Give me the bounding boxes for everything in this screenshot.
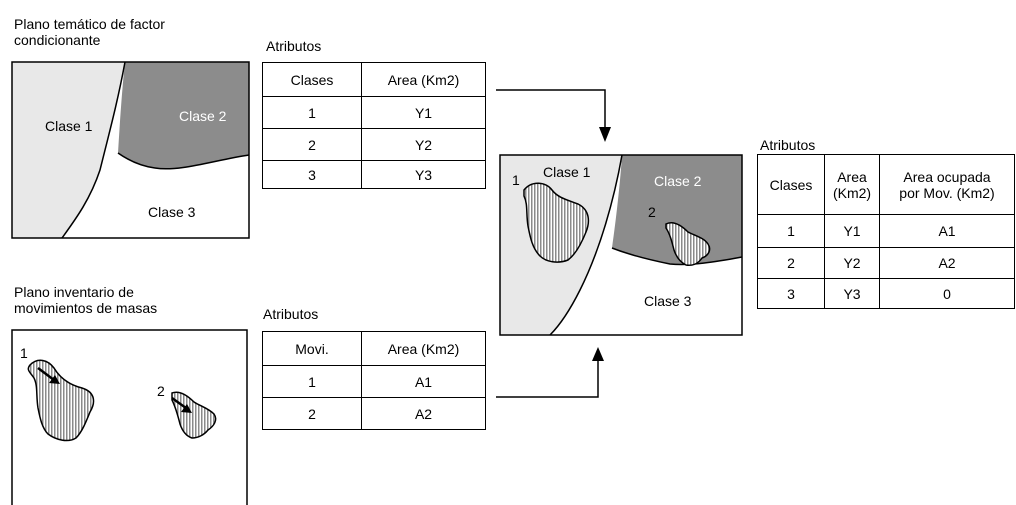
table-cell: 1 (757, 214, 825, 248)
table-cell: 0 (879, 278, 1015, 309)
inventory-movement2-shape (171, 391, 217, 439)
inventory-map-caption-line1: Plano inventario de (14, 284, 134, 300)
thematic-header-classes: Clases (262, 62, 362, 97)
thematic-class3-label: Clase 3 (148, 204, 196, 220)
thematic-class2-label: Clase 2 (179, 108, 227, 124)
thematic-map-regions (11, 61, 250, 239)
overlay-movement2-label: 2 (648, 204, 656, 220)
table-cell: Y2 (824, 247, 880, 279)
inventory-attr-title: Atributos (263, 306, 319, 322)
table-cell: 1 (262, 96, 362, 129)
overlay-header-occupied: Area ocupada por Mov. (Km2) (879, 154, 1015, 215)
top-connector (496, 89, 606, 128)
overlay-header-occupied-line2: por Mov. (Km2) (899, 184, 995, 201)
thematic-header-area: Area (Km2) (361, 62, 486, 97)
overlay-class1-label: Clase 1 (543, 164, 591, 180)
table-cell: 3 (757, 278, 825, 309)
bottom-arrowhead (592, 347, 604, 361)
overlay-header-classes: Clases (757, 154, 825, 215)
table-cell: 1 (262, 365, 362, 398)
overlay-class3-region (550, 248, 742, 335)
thematic-attr-table: Clases Area (Km2) 1 Y1 2 Y2 3 Y3 (262, 62, 486, 189)
inventory-movement1-shape (27, 359, 95, 442)
inventory-header-area: Area (Km2) (361, 331, 486, 366)
overlay-header-area: Area (Km2) (824, 154, 880, 215)
inventory-movement1-label: 1 (20, 345, 28, 361)
overlay-header-occupied-line1: Area ocupada (903, 168, 991, 185)
inventory-movement2-label: 2 (157, 383, 165, 399)
overlay-attr-title: Atributos (760, 137, 816, 153)
overlay-map-regions (499, 154, 743, 336)
table-cell: Y1 (824, 214, 880, 248)
overlay-attr-table: Clases Area (Km2) Area ocupada por Mov. … (757, 154, 1015, 309)
inventory-attr-table: Movi. Area (Km2) 1 A1 2 A2 (262, 331, 486, 430)
thematic-map-caption: Plano temático de factor condicionante (14, 16, 165, 48)
thematic-attr-title: Atributos (266, 38, 322, 54)
table-cell: A1 (879, 214, 1015, 248)
thematic-class2-region (118, 62, 249, 169)
thematic-map-caption-line1: Plano temático de factor (14, 16, 165, 32)
inventory-header-movi: Movi. (262, 331, 362, 366)
table-cell: 2 (262, 397, 362, 430)
overlay-header-area-line2: (Km2) (832, 184, 872, 201)
table-cell: A1 (361, 365, 486, 398)
thematic-map-caption-line2: condicionante (14, 32, 101, 48)
table-cell: Y3 (361, 160, 486, 189)
table-cell: A2 (879, 247, 1015, 279)
overlay-class3-label: Clase 3 (644, 293, 692, 309)
bottom-connector (496, 360, 599, 398)
thematic-class3-region (62, 153, 249, 238)
connector-arrows (496, 89, 606, 398)
top-arrowhead (599, 127, 611, 142)
overlay-class2-region (612, 155, 742, 265)
inventory-map-frame (11, 329, 248, 505)
inventory-map-caption-line2: movimientos de masas (14, 300, 158, 316)
table-cell: A2 (361, 397, 486, 430)
table-cell: Y3 (824, 278, 880, 309)
overlay-header-area-line1: Area (837, 168, 867, 185)
table-cell: 2 (757, 247, 825, 279)
thematic-class1-region (12, 62, 125, 238)
table-cell: Y1 (361, 96, 486, 129)
overlay-class2-label: Clase 2 (654, 173, 702, 189)
thematic-class1-label: Clase 1 (45, 118, 93, 134)
overlay-movement1-shape (523, 182, 590, 263)
overlay-movement1-label: 1 (512, 172, 520, 188)
table-cell: Y2 (361, 128, 486, 161)
table-cell: 2 (262, 128, 362, 161)
overlay-header-classes-text: Clases (769, 176, 813, 193)
table-cell: 3 (262, 160, 362, 189)
overlay-movement2-shape (665, 221, 711, 266)
inventory-map-caption: Plano inventario de movimientos de masas (14, 284, 157, 316)
